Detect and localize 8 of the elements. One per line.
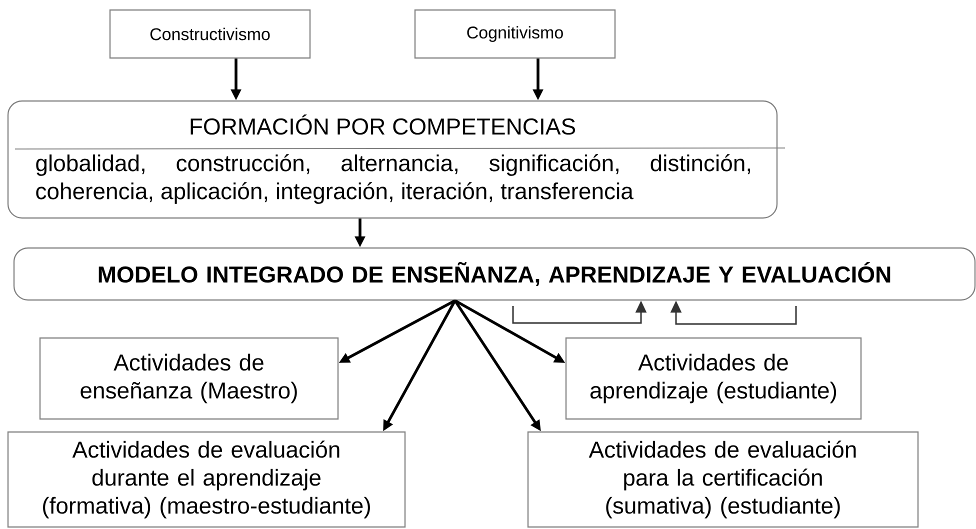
process-box: Cognitivismo bbox=[414, 9, 616, 59]
process-box: Actividades de aprendizaje (estudiante) bbox=[565, 337, 862, 420]
process-box: Actividades de enseñanza (Maestro) bbox=[39, 337, 339, 420]
process-box: Constructivismo bbox=[109, 9, 311, 59]
process-box: MODELO INTEGRADO DE ENSEÑANZA, APRENDIZAJE Y EVALUACIÓN bbox=[13, 247, 976, 301]
process-box: FORMACIÓN POR COMPETENCIAS globalidad, construcción, alternancia, significación, distinción, coherencia, aplicación, integración, iteración, transferencia bbox=[7, 100, 786, 219]
process-box: Actividades de evaluación durante el aprendizaje (formativa) (maestro-estudiante) bbox=[7, 431, 406, 528]
process-box: Actividades de evaluación para la certificación (sumativa) (estudiante) bbox=[527, 431, 919, 528]
